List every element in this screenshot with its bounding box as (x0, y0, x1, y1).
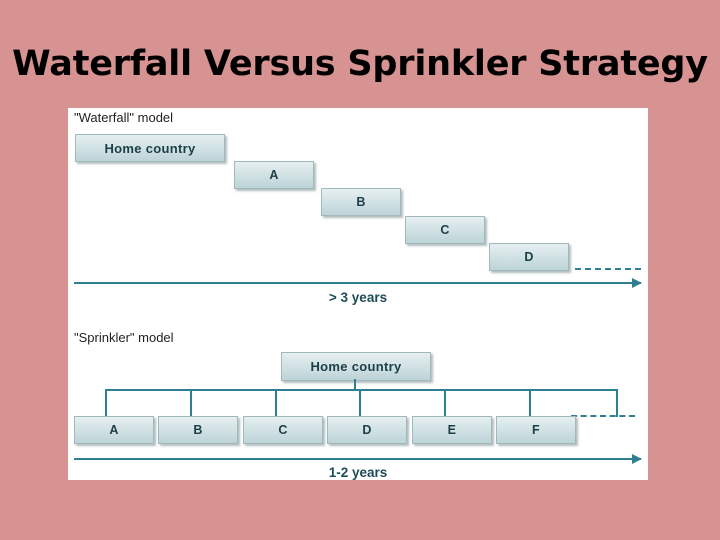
sprinkler-box-c: C (243, 416, 323, 444)
sprinkler-drop-b (190, 389, 192, 417)
waterfall-dashed-continuation (575, 268, 641, 272)
sprinkler-drop-c (275, 389, 277, 417)
waterfall-timeline-axis (74, 278, 642, 288)
waterfall-caption: "Waterfall" model (74, 110, 174, 125)
sprinkler-timeline-axis (74, 454, 642, 464)
waterfall-box-b: B (321, 188, 401, 216)
sprinkler-drop-extra (616, 389, 618, 417)
sprinkler-box-e: E (412, 416, 492, 444)
sprinkler-drop-a (105, 389, 107, 417)
sprinkler-box-d: D (327, 416, 407, 444)
sprinkler-drop-f (529, 389, 531, 417)
waterfall-box-home-country: Home country (75, 134, 225, 162)
sprinkler-dashed-continuation (571, 415, 635, 419)
diagram-panel: "Waterfall" model Home country A B C D >… (68, 108, 648, 480)
waterfall-box-a: A (234, 161, 314, 189)
waterfall-timeline-arrowhead (632, 278, 642, 288)
sprinkler-box-b: B (158, 416, 238, 444)
sprinkler-timeline-arrowhead (632, 454, 642, 464)
sprinkler-box-home-country: Home country (281, 352, 431, 381)
sprinkler-drop-e (444, 389, 446, 417)
waterfall-timeline-label: > 3 years (328, 290, 388, 305)
sprinkler-drop-d (359, 389, 361, 417)
waterfall-box-d: D (489, 243, 569, 271)
sprinkler-timeline-label: 1-2 years (328, 465, 388, 480)
sprinkler-stem-connector (354, 379, 356, 390)
waterfall-box-c: C (405, 216, 485, 244)
sprinkler-box-a: A (74, 416, 154, 444)
page-title: Waterfall Versus Sprinkler Strategy (12, 44, 708, 84)
sprinkler-box-f: F (496, 416, 576, 444)
sprinkler-bus-connector (105, 389, 617, 391)
sprinkler-caption: "Sprinkler" model (74, 330, 174, 345)
